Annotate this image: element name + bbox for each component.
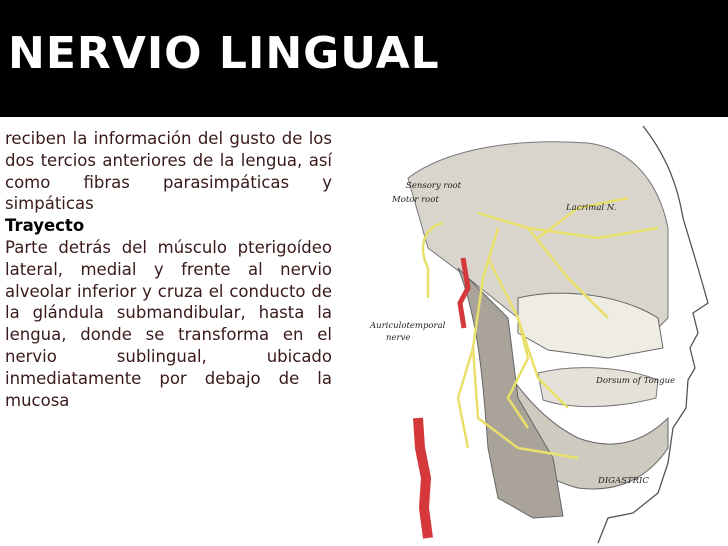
artery: [457, 257, 471, 329]
skull-region: [407, 141, 669, 349]
label-auriculotemporal: Auriculotemporal: [369, 321, 446, 331]
paragraph-function: reciben la información del gusto de los …: [5, 129, 332, 214]
title-divider: [0, 117, 366, 120]
lingual-nerve-illustration: Sensory root Motor root Lacrimal N. Auri…: [368, 118, 728, 546]
label-auriculotemporal-nerve: nerve: [386, 333, 410, 343]
paragraph-trayecto: Parte detrás del músculo pterigoídeo lat…: [5, 237, 332, 410]
face-profile-outline: [597, 125, 709, 544]
tongue: [537, 367, 659, 408]
subheading-trayecto: Trayecto: [5, 216, 85, 236]
body-text: reciben la información del gusto de los …: [5, 128, 332, 411]
label-digastric: DIGASTRIC: [597, 476, 649, 486]
label-motor-root: Motor root: [391, 195, 439, 205]
slide-title: NERVIO LINGUAL: [8, 28, 440, 79]
label-dorsum: Dorsum of Tongue: [595, 376, 675, 386]
anatomy-drawing: Sensory root Motor root Lacrimal N. Auri…: [369, 125, 709, 544]
carotid-artery: [413, 417, 433, 539]
label-lacrimal: Lacrimal N.: [565, 203, 616, 213]
nerve-branches: [421, 196, 659, 460]
maxilla-teeth: [517, 292, 664, 359]
title-bar: NERVIO LINGUAL: [0, 0, 728, 117]
label-sensory-root: Sensory root: [406, 181, 462, 191]
